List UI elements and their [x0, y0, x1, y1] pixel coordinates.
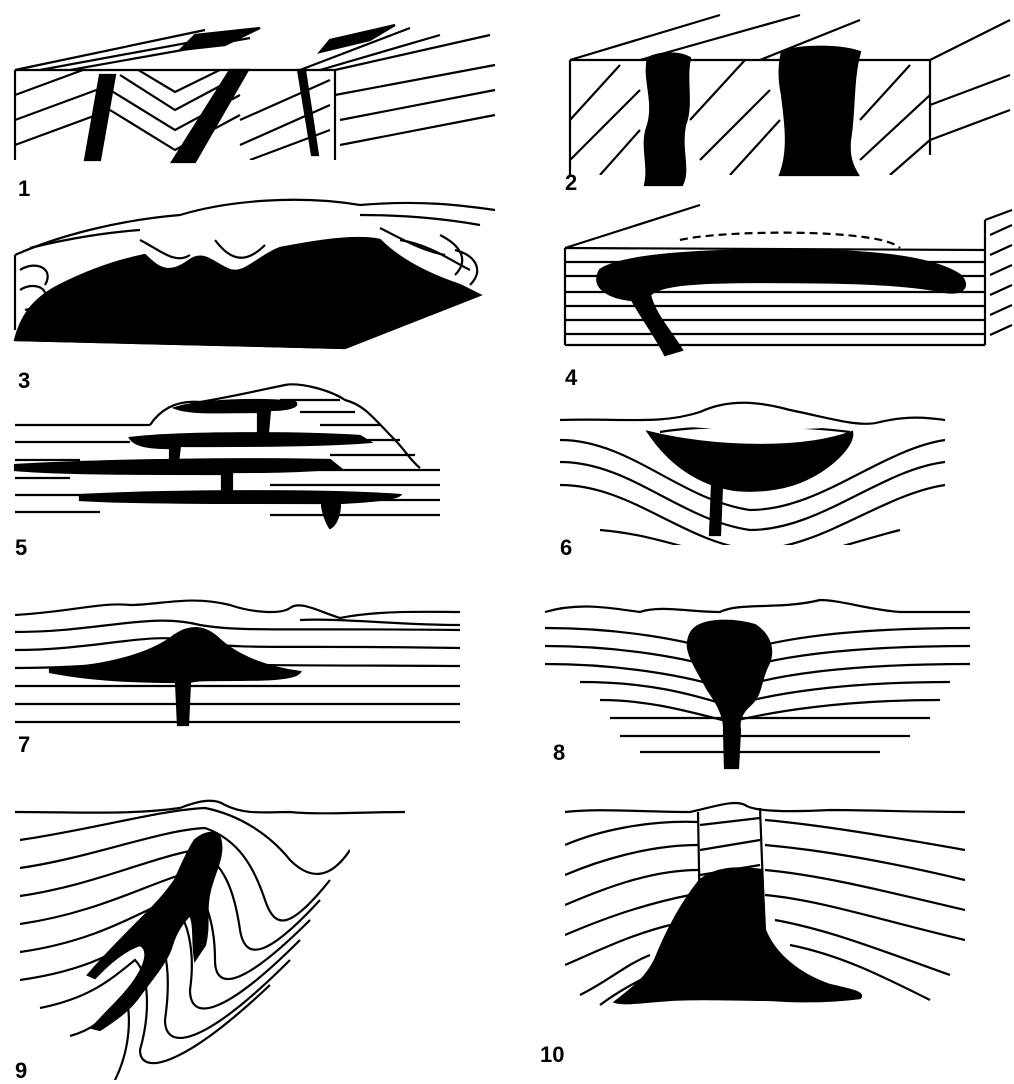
panel-5-stacked-sills — [15, 384, 440, 528]
panel-label-8: 8 — [553, 740, 565, 765]
panel-label-10: 10 — [540, 1042, 564, 1067]
panel-10-stock — [565, 803, 965, 1005]
panel-8-intrusion — [545, 600, 970, 768]
panel-label-7: 7 — [18, 732, 30, 757]
panel-1-dykes — [15, 25, 495, 162]
panel-label-5: 5 — [15, 535, 27, 560]
panel-label-2: 2 — [565, 170, 577, 195]
panel-label-9: 9 — [15, 1058, 27, 1083]
panel-4-sill — [565, 205, 1012, 355]
panel-3-batholith — [15, 200, 495, 348]
panel-label-3: 3 — [18, 368, 30, 393]
panel-2-pipes — [570, 15, 1010, 185]
panel-label-4: 4 — [565, 365, 578, 390]
panel-label-6: 6 — [560, 535, 572, 560]
panel-7-laccolith — [15, 601, 460, 725]
panel-6-lopolith — [560, 403, 945, 560]
panel-9-fold-intrusion — [15, 801, 405, 1080]
panel-label-1: 1 — [18, 176, 30, 201]
